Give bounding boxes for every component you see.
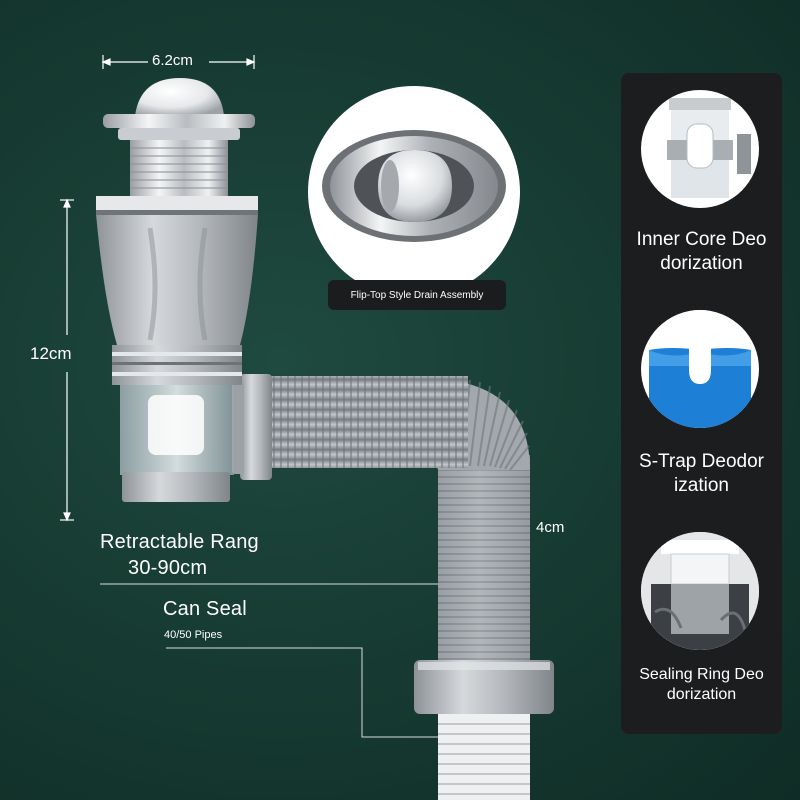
feature-inner-core-line2: dorization [660,253,743,274]
seal-detail: 40/50 Pipes [164,629,223,641]
feature-panel: Inner Core Deo dorization S-Trap Deodor … [621,73,782,734]
s-trap-icon [641,310,759,428]
sealing-ring-icon [641,532,759,650]
feature-sealing-ring: Sealing Ring Deo dorization [621,665,782,705]
retractable-title: Retractable Rang [100,531,259,553]
popup-dome [135,78,224,116]
width-dimension-line [101,55,256,69]
outlet-nut [414,660,554,714]
feature-inner-core-line1: Inner Core Deo [636,229,767,250]
bottom-cap [122,472,230,502]
chrome-neck [130,140,228,196]
pipe-diameter-label: 4cm [536,519,565,536]
outlet-thread [438,714,530,800]
trap-body [96,196,258,345]
feature-sealing-ring-line2: dorization [666,686,737,703]
hose-connector [240,374,272,480]
flip-top-caption: Flip-Top Style Drain Assembly [328,280,506,310]
feature-s-trap-line1: S-Trap Deodor [639,451,764,472]
height-dimension-line [60,198,74,522]
width-dimension-label: 6.2cm [152,52,193,69]
feature-inner-core: Inner Core Deo dorization [621,228,782,276]
feature-s-trap: S-Trap Deodor ization [621,450,782,498]
inner-core-icon [641,90,759,208]
feature-s-trap-line2: ization [674,475,729,496]
horizontal-hose [268,376,468,468]
drain-flange [103,114,255,128]
feature-sealing-ring-line1: Sealing Ring Deo [639,666,764,683]
seal-title: Can Seal [163,598,247,620]
height-dimension-label: 12cm [30,344,72,363]
seal-callout-line [166,647,438,738]
retractable-range: 30-90cm [128,557,208,579]
flip-top-detail-circle [308,86,520,298]
